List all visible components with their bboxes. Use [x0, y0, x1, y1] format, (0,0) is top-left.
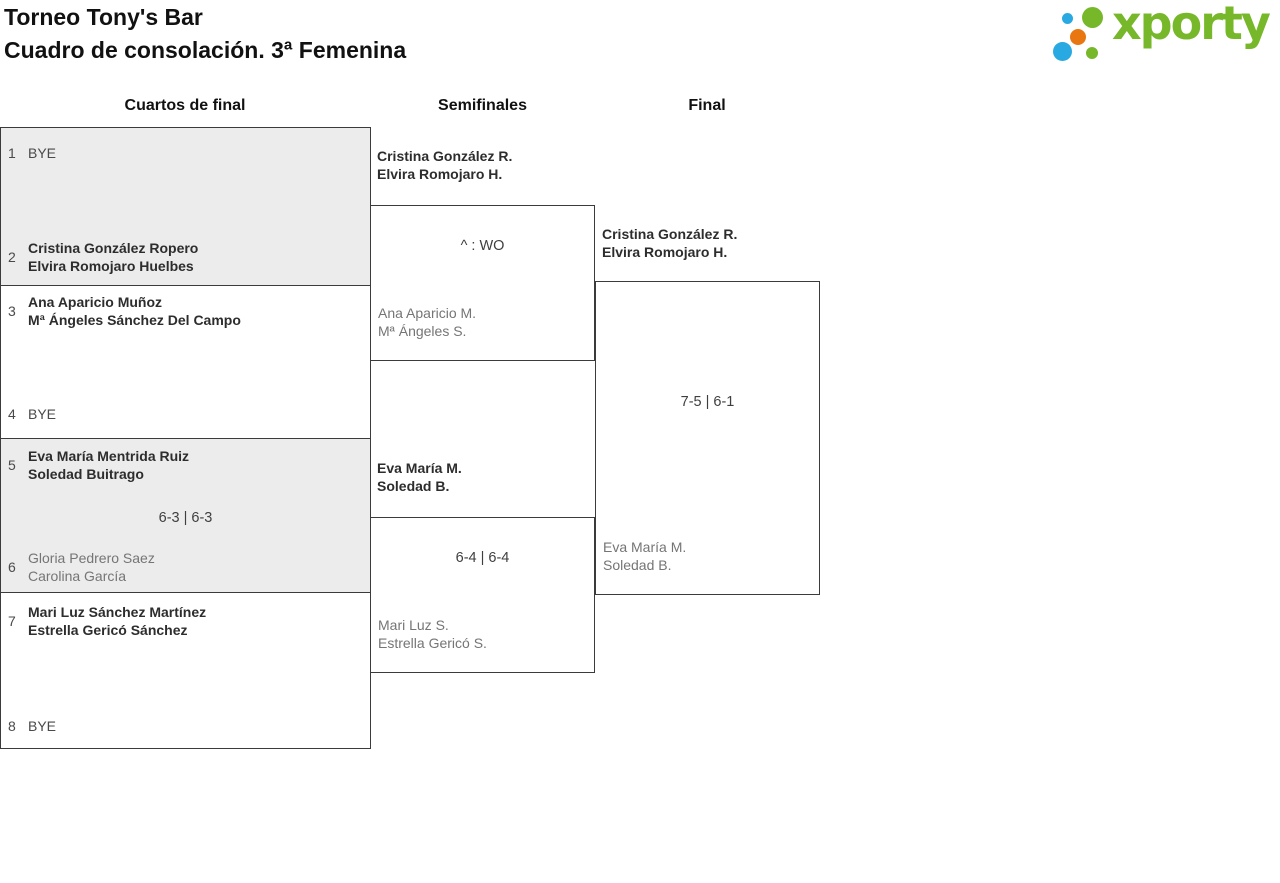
seed-number: 2 [8, 249, 16, 265]
team-name-bye: BYE [28, 718, 57, 734]
seed-number: 5 [8, 457, 16, 473]
quarterfinal-match-4: 7 Mari Luz Sánchez Martínez Estrella Ger… [0, 593, 371, 749]
team-name-winner: Ana Aparicio Muñoz Mª Ángeles Sánchez De… [28, 294, 241, 328]
match-score: 7-5 | 6-1 [680, 394, 735, 410]
team-name-winner: Mari Luz Sánchez Martínez Estrella Geric… [28, 604, 207, 638]
team-row: 6 Gloria Pedrero Saez Carolina García [8, 549, 364, 585]
team-row: 8 BYE [8, 717, 364, 735]
logo-dot-orange [1070, 29, 1086, 45]
logo-dot-blue-large [1053, 42, 1072, 61]
round-header-quarterfinals: Cuartos de final [124, 97, 246, 114]
team-name-winner: Cristina González Ropero Elvira Romojaro… [28, 240, 199, 274]
tournament-name: Torneo Tony's Bar [4, 4, 203, 30]
semifinal-match-1: ^ : WO Ana Aparicio M. Mª Ángeles S. [370, 205, 595, 361]
quarterfinal-match-2: 3 Ana Aparicio Muñoz Mª Ángeles Sánchez … [0, 286, 371, 439]
team-name-bye: BYE [28, 145, 57, 161]
team-row: 3 Ana Aparicio Muñoz Mª Ángeles Sánchez … [8, 293, 364, 329]
semifinal-2-bottom-team: Mari Luz S. Estrella Gericó S. [378, 617, 487, 651]
semifinal-2-top-team: Eva María M. Soledad B. [377, 460, 462, 494]
final-match: 7-5 | 6-1 Eva María M. Soledad B. [595, 281, 820, 595]
semifinal-1-top-team: Cristina González R. Elvira Romojaro H. [377, 148, 513, 182]
match-score: 6-3 | 6-3 [158, 510, 213, 526]
seed-number: 7 [8, 613, 16, 629]
seed-number: 4 [8, 406, 16, 422]
seed-number: 6 [8, 559, 16, 575]
team-name-winner: Eva María Mentrida Ruiz Soledad Buitrago [28, 448, 190, 482]
quarterfinal-match-3: 5 Eva María Mentrida Ruiz Soledad Buitra… [0, 439, 371, 593]
logo-dot-green-small [1086, 47, 1098, 59]
page-title: Torneo Tony's Bar Cuadro de consolación.… [4, 1, 406, 67]
round-header-semifinals: Semifinales [438, 97, 527, 114]
team-row: 5 Eva María Mentrida Ruiz Soledad Buitra… [8, 447, 364, 483]
logo-dot-green-large [1082, 7, 1103, 28]
quarterfinal-match-1: 1 BYE 2 Cristina González Ropero Elvira … [0, 127, 371, 286]
seed-number: 1 [8, 145, 16, 161]
team-row: 4 BYE [8, 405, 364, 423]
xporty-logo-text: xporty [1112, 0, 1271, 50]
seed-number: 8 [8, 718, 16, 734]
team-row: 7 Mari Luz Sánchez Martínez Estrella Ger… [8, 603, 364, 639]
team-name-loser: Gloria Pedrero Saez Carolina García [28, 550, 155, 584]
bracket-subtitle: Cuadro de consolación. 3ª Femenina [4, 37, 407, 63]
team-row: 2 Cristina González Ropero Elvira Romoja… [8, 239, 364, 275]
logo-dot-blue-small [1062, 13, 1073, 24]
semifinal-1-bottom-team: Ana Aparicio M. Mª Ángeles S. [378, 305, 477, 339]
final-top-team: Cristina González R. Elvira Romojaro H. [602, 226, 738, 260]
match-score: ^ : WO [460, 238, 505, 254]
team-row: 1 BYE [8, 144, 364, 162]
round-header-final: Final [688, 97, 726, 114]
team-name-bye: BYE [28, 406, 57, 422]
final-bottom-team: Eva María M. Soledad B. [603, 539, 687, 573]
xporty-logo[interactable]: xporty [1048, 0, 1280, 67]
match-score: 6-4 | 6-4 [455, 550, 510, 566]
seed-number: 3 [8, 303, 16, 319]
semifinal-match-2: 6-4 | 6-4 Mari Luz S. Estrella Gericó S. [370, 517, 595, 673]
